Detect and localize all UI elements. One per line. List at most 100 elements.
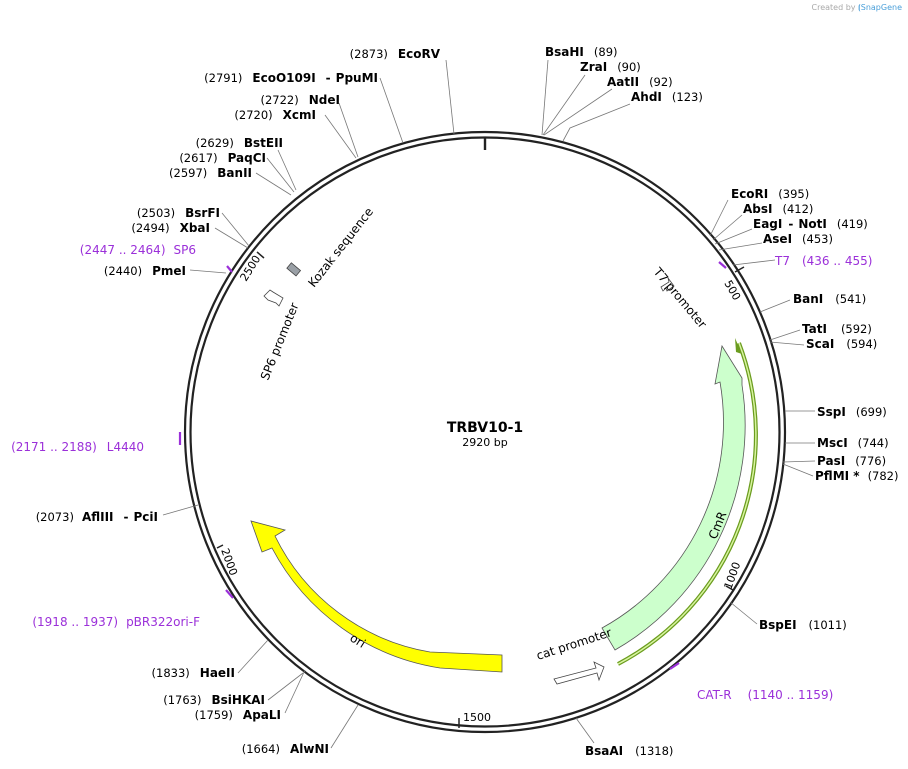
site-ndei: (2722)NdeI	[261, 93, 341, 107]
t7-promoter-label: T7 promoter	[650, 264, 709, 331]
site-zrai: ZraI(90)	[580, 60, 641, 74]
site-bani: BanI(541)	[793, 292, 866, 306]
tick-mark-500	[734, 266, 745, 273]
site-pflmi: PflMI *(782)	[815, 469, 899, 483]
leader-bsaai	[575, 717, 595, 744]
kozak-sequence-box	[286, 262, 302, 277]
leader-alwni	[330, 704, 359, 749]
snapgene-credit: Created by ⦗SnapGene	[812, 3, 902, 13]
tick-label-1000: 1000	[722, 560, 744, 591]
site-labels-left: (1664)AlwNI (1759)ApaLI (1763)BsiHKAI (1…	[11, 47, 441, 756]
credit-brand: SnapGene	[860, 3, 902, 12]
leader-ahdi	[562, 103, 631, 142]
site-aatii: AatII(92)	[607, 75, 673, 89]
leader-zrai	[542, 74, 586, 136]
leader-asei	[718, 242, 763, 251]
primer-sp6: (2447 .. 2464)SP6	[80, 243, 196, 257]
leader-ecoo109i	[379, 77, 404, 144]
site-ecori: EcoRI(395)	[731, 187, 809, 201]
cmr-feature-arrow	[601, 344, 746, 651]
leader-bspei	[729, 601, 758, 625]
site-bsaai: BsaAI(1318)	[585, 744, 673, 758]
site-pmei: (2440)PmeI	[104, 264, 186, 278]
site-ecoo109i-ppumi: (2791)EcoO109I-PpuMI	[204, 71, 378, 85]
cmr-direction-track-highlight	[617, 342, 757, 665]
tick-mark-2000	[216, 544, 224, 549]
tick-label-500: 500	[721, 278, 743, 303]
sp6-promoter-label: SP6 promoter	[258, 301, 302, 382]
leader-absi	[712, 214, 743, 241]
leader-apali	[284, 669, 306, 714]
leader-afliii	[162, 504, 199, 516]
leader-aatii	[543, 88, 613, 136]
tick-label-1500: 1500	[463, 711, 491, 724]
tick-mark-2500	[256, 251, 265, 259]
cmr-track-arrowhead	[735, 338, 742, 354]
site-pasi: PasI(776)	[817, 454, 886, 468]
sp6-promoter-arrow	[263, 289, 284, 307]
backbone-outer-ring	[183, 130, 787, 734]
leader-pmei	[189, 269, 227, 274]
site-alwni: (1664)AlwNI	[242, 742, 329, 756]
site-scai: ScaI(594)	[806, 337, 877, 351]
site-bsihkai: (1763)BsiHKAI	[163, 693, 265, 707]
leader-ndei	[338, 102, 359, 158]
site-bsrfi: (2503)BsrFI	[137, 206, 220, 220]
leader-scai	[769, 341, 805, 346]
credit-prefix: Created by	[811, 3, 856, 12]
primer-l4440: (2171 .. 2188)L4440	[11, 440, 144, 454]
site-sspi: SspI(699)	[817, 405, 887, 419]
primer-marks	[178, 261, 727, 670]
site-labels-right: BsaHI(89) ZraI(90) AatII(92) AhdI(123) E…	[545, 45, 899, 758]
site-tati: TatI(592)	[802, 322, 872, 336]
leader-ecorv	[445, 59, 455, 135]
leader-pasi	[782, 460, 816, 463]
leader-paqci	[266, 157, 295, 193]
site-apali: (1759)ApaLI	[195, 708, 281, 722]
leader-bsahi	[541, 59, 549, 136]
site-bsahi: BsaHI(89)	[545, 45, 618, 59]
primer-mark-pbr	[225, 589, 234, 599]
leader-xbai	[214, 227, 249, 249]
primer-mark-catr	[669, 662, 680, 670]
leader-xcmi	[324, 114, 357, 159]
site-eagi-noti: EagI-NotI(419)	[753, 217, 868, 231]
primer-mark-sp6	[226, 265, 233, 273]
site-ecorv: (2873)EcoRV	[350, 47, 441, 61]
plasmid-name: TRBV10-1	[447, 420, 523, 436]
primer-mark-t7	[718, 261, 727, 269]
leader-t7	[732, 259, 776, 266]
site-msci: MscI(744)	[817, 436, 889, 450]
leader-pflmi	[782, 463, 814, 477]
leader-bsrfi	[221, 212, 250, 247]
leader-eagi	[714, 228, 753, 245]
primer-t7: T7(436 .. 455)	[774, 254, 872, 268]
snapgene-logo: ⦗	[858, 3, 861, 12]
leader-tati	[769, 329, 801, 341]
ori-feature-arrow	[250, 520, 503, 673]
leader-bani	[759, 299, 791, 313]
tick-mark-1000	[725, 585, 734, 591]
leader-lines	[162, 59, 816, 749]
site-bspei: BspEI(1011)	[759, 618, 847, 632]
cat-promoter-label: cat promoter	[535, 625, 614, 662]
leader-banii	[255, 172, 292, 196]
leader-haeii	[237, 639, 269, 674]
site-xbai: (2494)XbaI	[131, 221, 210, 235]
leader-bsteii	[277, 149, 297, 191]
t7-promoter-arrow	[660, 277, 675, 292]
site-absi: AbsI(412)	[743, 202, 813, 216]
site-xcmi: (2720)XcmI	[234, 108, 316, 122]
site-paqci: (2617)PaqCI	[179, 151, 266, 165]
site-ahdi: AhdI(123)	[631, 90, 703, 104]
site-asei: AseI(453)	[763, 232, 833, 246]
site-banii: (2597)BanII	[169, 166, 252, 180]
site-afliii-pcii: (2073)AflIII-PciI	[36, 510, 158, 524]
site-bsteii: (2629)BstEII	[196, 136, 283, 150]
plasmid-length: 2920 bp	[462, 436, 507, 449]
cat-promoter-arrow	[553, 661, 605, 685]
leader-bsihkai	[267, 672, 304, 701]
site-haeii: (1833)HaeII	[152, 666, 235, 680]
primer-catr: CAT-R(1140 .. 1159)	[697, 688, 833, 702]
